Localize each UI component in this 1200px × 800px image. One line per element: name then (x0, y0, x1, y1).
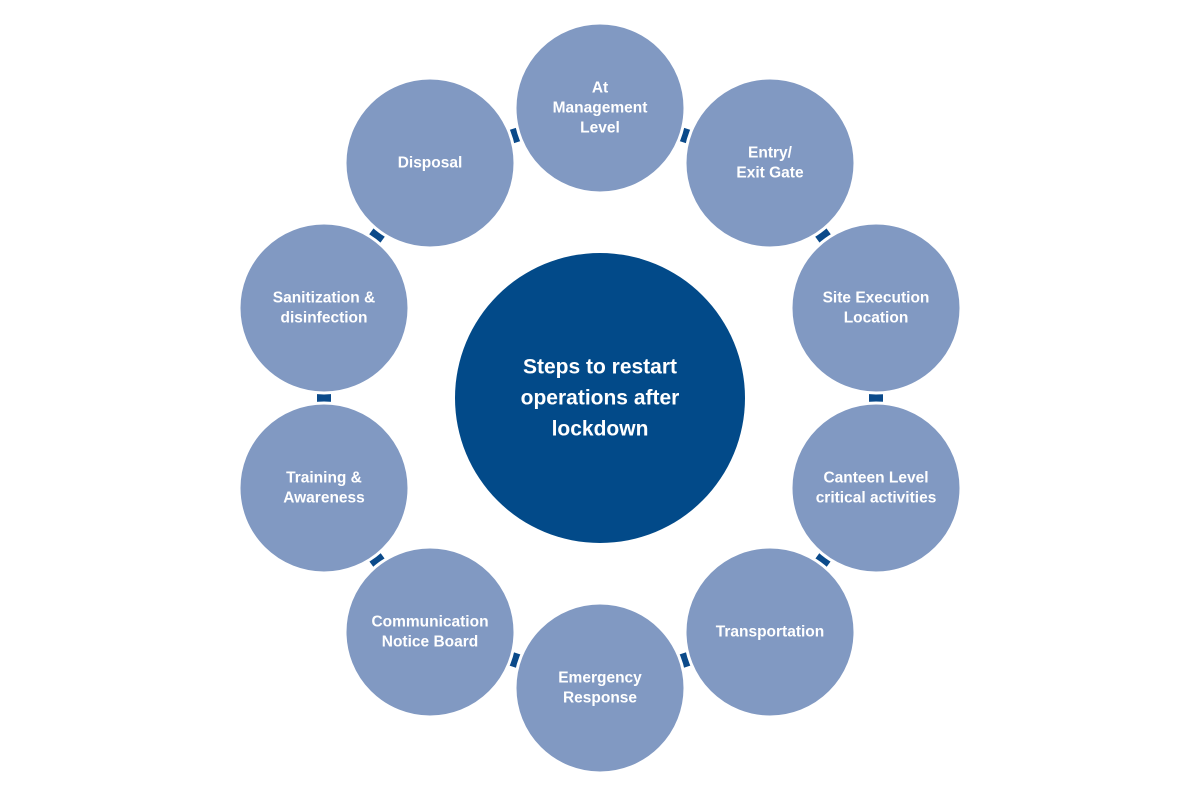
step-label-line-2: Awareness (283, 490, 365, 507)
step-node-training-awareness: Training & Awareness (237, 401, 411, 575)
step-circle (683, 545, 857, 719)
step-circle (343, 545, 517, 719)
step-node-transportation: Transportation (683, 545, 857, 719)
step-circle (789, 401, 963, 575)
step-label-line-1: Training & (286, 470, 362, 487)
step-node-sanitization-disinfection: Sanitization & disinfection (237, 221, 411, 395)
center-circle (455, 253, 745, 543)
step-label-line-1: Canteen Level (823, 470, 928, 487)
center-title-line-3: lockdown (552, 418, 649, 441)
step-label-line-2: Exit Gate (736, 165, 804, 182)
step-circle (789, 221, 963, 395)
step-label-line-1: Sanitization & (273, 290, 375, 307)
step-label-line-2: Notice Board (382, 634, 478, 651)
step-label-line-2: Response (563, 690, 637, 707)
step-label-line-2: Location (844, 310, 909, 327)
step-label-line-1: Transportation (716, 624, 825, 641)
step-label-line-2: Management (553, 100, 648, 117)
step-circle (513, 21, 687, 195)
step-circle (237, 221, 411, 395)
step-label-line-3: Level (580, 120, 620, 137)
center-hub: Steps to restart operations after lockdown (455, 253, 745, 543)
step-circle (683, 76, 857, 250)
step-node-entry-exit-gate: Entry/Exit Gate (683, 76, 857, 250)
step-circle (237, 401, 411, 575)
step-label-line-1: At (592, 80, 608, 97)
step-label-line-2: disinfection (281, 310, 368, 327)
step-circle (513, 601, 687, 775)
step-node-disposal: Disposal (343, 76, 517, 250)
step-node-canteen-level: Canteen Level critical activities (789, 401, 963, 575)
center-title-line-2: operations after (521, 387, 680, 410)
step-label-line-1: Site Execution (823, 290, 930, 307)
step-label-line-1: Entry/ (748, 145, 793, 162)
step-label-line-2: critical activities (816, 490, 937, 507)
step-circle (343, 76, 517, 250)
step-label-line-1: Disposal (398, 155, 463, 172)
center-title-line-1: Steps to restart (523, 356, 677, 379)
step-label-line-1: Communication (371, 614, 488, 631)
step-label-line-1: Emergency (558, 670, 642, 687)
